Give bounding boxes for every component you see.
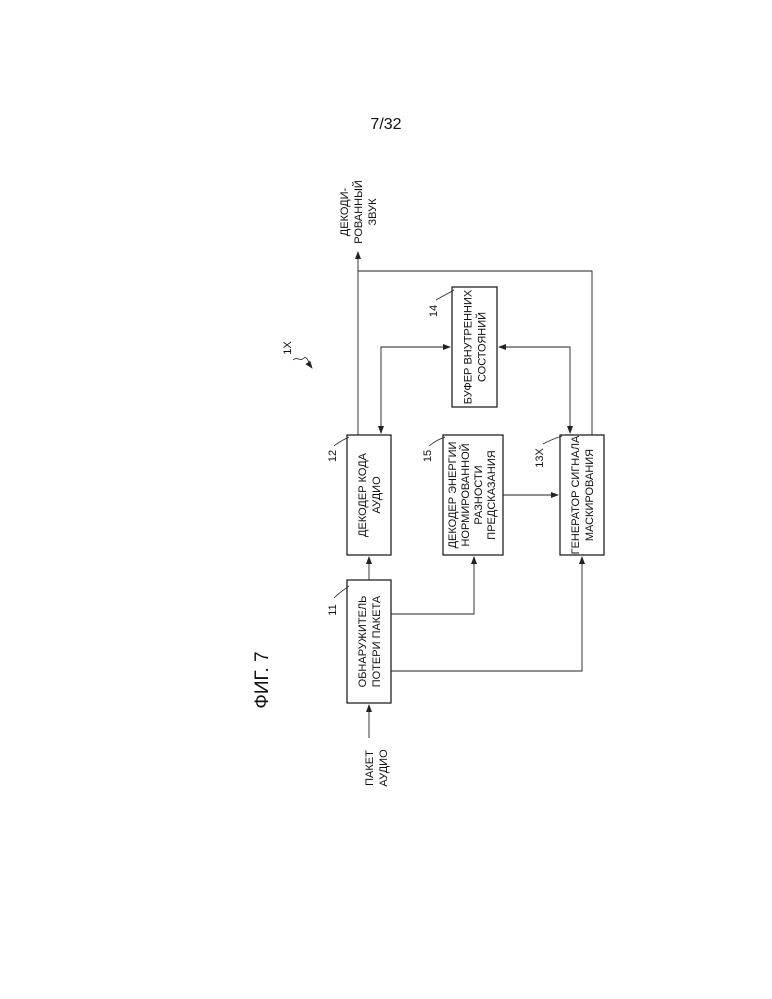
audio-code-decoder-block [347, 435, 391, 555]
arrow-detector-to-energy [391, 557, 474, 614]
svg-text:ПАКЕТ: ПАКЕТ [364, 750, 376, 786]
svg-text:БУФЕР ВНУТРЕННИХ: БУФЕР ВНУТРЕННИХ [463, 289, 475, 404]
svg-text:13X: 13X [534, 448, 546, 468]
ref-14: 14 [428, 290, 454, 317]
svg-text:ДЕКОДИ-: ДЕКОДИ- [339, 187, 351, 236]
svg-text:15: 15 [422, 450, 434, 462]
svg-text:РАЗНОСТИ: РАЗНОСТИ [473, 465, 485, 524]
masking-generator-block [560, 435, 604, 555]
svg-text:ЗВУК: ЗВУК [367, 198, 379, 226]
packet-loss-detector-block [347, 580, 391, 703]
arrow-buffer-masking [499, 347, 570, 433]
svg-text:12: 12 [327, 450, 339, 462]
svg-text:АУДИО: АУДИО [378, 749, 390, 787]
figure-title: ФИГ. 7 [252, 651, 273, 708]
input-label: ПАКЕТ АУДИО [364, 749, 390, 787]
ref-12: 12 [327, 437, 349, 462]
svg-text:НОРМИРОВАННОЙ: НОРМИРОВАННОЙ [459, 443, 472, 546]
svg-text:ГЕНЕРАТОР СИГНАЛА: ГЕНЕРАТОР СИГНАЛА [570, 435, 582, 554]
svg-text:14: 14 [428, 305, 440, 317]
svg-text:ДЕКОДЕР КОДА: ДЕКОДЕР КОДА [357, 452, 369, 537]
internal-state-buffer-block [452, 287, 497, 407]
arrow-decoder-buffer [381, 347, 450, 433]
ref-1x: 1X [282, 341, 312, 368]
ref-13x: 13X [534, 436, 562, 468]
svg-text:МАСКИРОВАНИЯ: МАСКИРОВАНИЯ [584, 449, 596, 541]
svg-text:11: 11 [327, 604, 339, 615]
ref-11: 11 [327, 586, 349, 616]
ref-15: 15 [422, 437, 445, 462]
svg-text:ОБНАРУЖИТЕЛЬ: ОБНАРУЖИТЕЛЬ [357, 596, 369, 688]
svg-text:ДЕКОДЕР ЭНЕРГИИ: ДЕКОДЕР ЭНЕРГИИ [447, 442, 459, 549]
svg-text:РОВАННЫЙ: РОВАННЫЙ [352, 180, 365, 244]
svg-text:ПОТЕРИ ПАКЕТА: ПОТЕРИ ПАКЕТА [371, 595, 383, 687]
svg-text:ПРЕДСКАЗАНИЯ: ПРЕДСКАЗАНИЯ [486, 450, 498, 539]
svg-text:АУДИО: АУДИО [371, 476, 383, 514]
output-label: ДЕКОДИ- РОВАННЫЙ ЗВУК [339, 180, 379, 244]
svg-text:СОСТОЯНИЙ: СОСТОЯНИЙ [476, 312, 489, 382]
svg-text:1X: 1X [282, 341, 294, 355]
